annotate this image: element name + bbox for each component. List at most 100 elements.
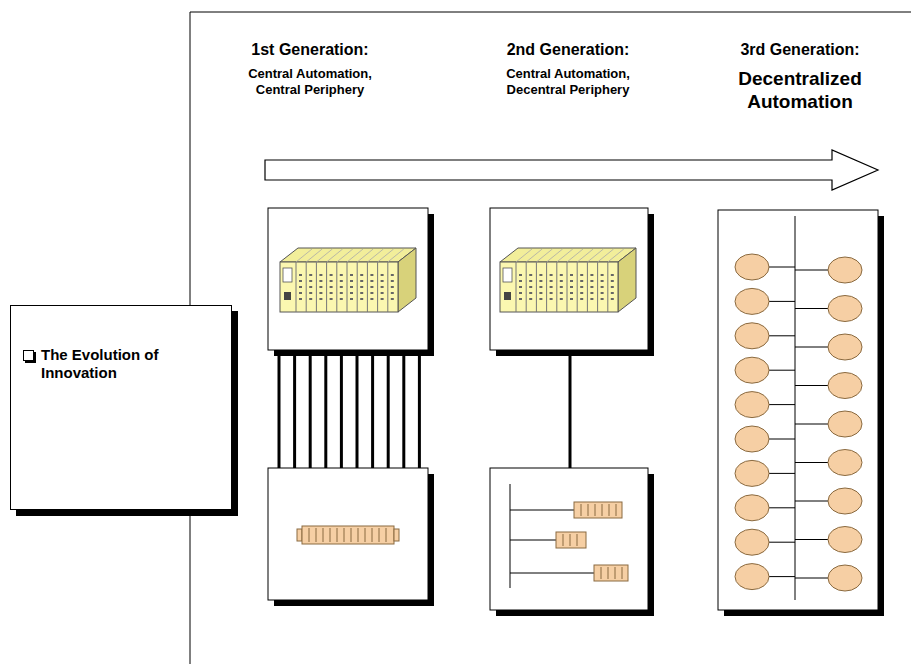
generation-subtitle: Central Automation, Decentral Periphery — [483, 66, 653, 97]
stroke — [769, 370, 795, 371]
stroke — [370, 280, 373, 282]
stroke — [574, 502, 622, 518]
stroke — [795, 539, 828, 540]
stroke — [378, 249, 394, 262]
stroke — [595, 504, 596, 516]
stroke — [529, 286, 532, 288]
stroke — [340, 350, 343, 468]
decentral-devices — [735, 216, 862, 600]
stroke — [828, 411, 862, 437]
stroke — [344, 528, 345, 542]
stroke — [360, 280, 363, 282]
stroke — [391, 274, 394, 276]
stroke — [365, 528, 366, 542]
stroke — [330, 280, 333, 282]
stroke — [601, 567, 602, 579]
stroke — [330, 298, 333, 300]
stroke — [350, 298, 353, 300]
plc-rack — [280, 248, 416, 312]
fieldbus-line — [569, 350, 572, 468]
stroke — [570, 280, 573, 282]
stroke — [570, 292, 573, 294]
stroke — [283, 268, 292, 282]
stroke — [598, 249, 614, 262]
parallel-wiring — [279, 350, 419, 468]
stroke — [370, 286, 373, 288]
stroke — [563, 534, 564, 546]
stroke — [391, 280, 394, 282]
stroke — [519, 292, 522, 294]
stroke — [536, 262, 537, 312]
stroke — [340, 274, 343, 276]
stroke — [319, 280, 322, 282]
stroke — [379, 528, 380, 542]
stroke — [316, 262, 317, 312]
stroke — [309, 274, 312, 276]
stroke — [795, 347, 828, 348]
stroke — [330, 274, 333, 276]
stroke — [735, 426, 769, 452]
stroke — [526, 262, 527, 312]
stroke — [609, 504, 610, 516]
stroke — [519, 298, 522, 300]
stroke — [795, 385, 828, 386]
stroke — [611, 298, 614, 300]
stroke — [622, 567, 623, 579]
stroke — [769, 507, 795, 508]
stroke — [795, 578, 828, 579]
stroke — [293, 350, 296, 468]
stroke — [418, 350, 421, 468]
stroke — [381, 286, 384, 288]
stroke — [309, 528, 310, 542]
stroke — [611, 280, 614, 282]
stroke — [795, 424, 828, 425]
checkbox-bullet — [23, 350, 34, 361]
stroke — [590, 286, 593, 288]
stroke — [350, 274, 353, 276]
stroke — [608, 567, 609, 579]
stroke — [580, 286, 583, 288]
stroke — [539, 292, 542, 294]
stroke — [587, 262, 588, 312]
progress-arrow — [265, 150, 878, 190]
stroke — [580, 292, 583, 294]
stroke — [828, 565, 862, 591]
stroke — [607, 262, 608, 312]
stroke — [326, 262, 327, 312]
stroke — [319, 274, 322, 276]
stroke — [618, 248, 636, 312]
stroke — [769, 542, 795, 543]
stroke — [828, 373, 862, 399]
generation-heading: 1st Generation: — [225, 40, 395, 59]
stroke — [299, 280, 302, 282]
stroke — [330, 292, 333, 294]
stroke — [299, 298, 302, 300]
stroke — [388, 249, 404, 262]
stroke — [278, 350, 281, 468]
stroke — [367, 249, 383, 262]
stroke — [340, 286, 343, 288]
stroke — [602, 504, 603, 516]
stroke — [381, 292, 384, 294]
stroke — [795, 501, 828, 502]
stroke — [500, 262, 618, 312]
stroke — [510, 540, 556, 541]
stroke — [503, 268, 512, 282]
stroke — [319, 286, 322, 288]
stroke — [299, 286, 302, 288]
stroke — [504, 292, 511, 300]
stroke — [297, 529, 302, 541]
stroke — [590, 274, 593, 276]
stroke — [795, 308, 828, 309]
stroke — [309, 298, 312, 300]
stroke — [398, 248, 416, 312]
stroke — [560, 280, 563, 282]
stroke — [550, 292, 553, 294]
stroke — [580, 280, 583, 282]
stroke — [510, 510, 574, 511]
stroke — [828, 296, 862, 322]
stroke — [510, 484, 511, 588]
stroke — [350, 292, 353, 294]
stroke — [347, 249, 363, 262]
stroke — [391, 286, 394, 288]
